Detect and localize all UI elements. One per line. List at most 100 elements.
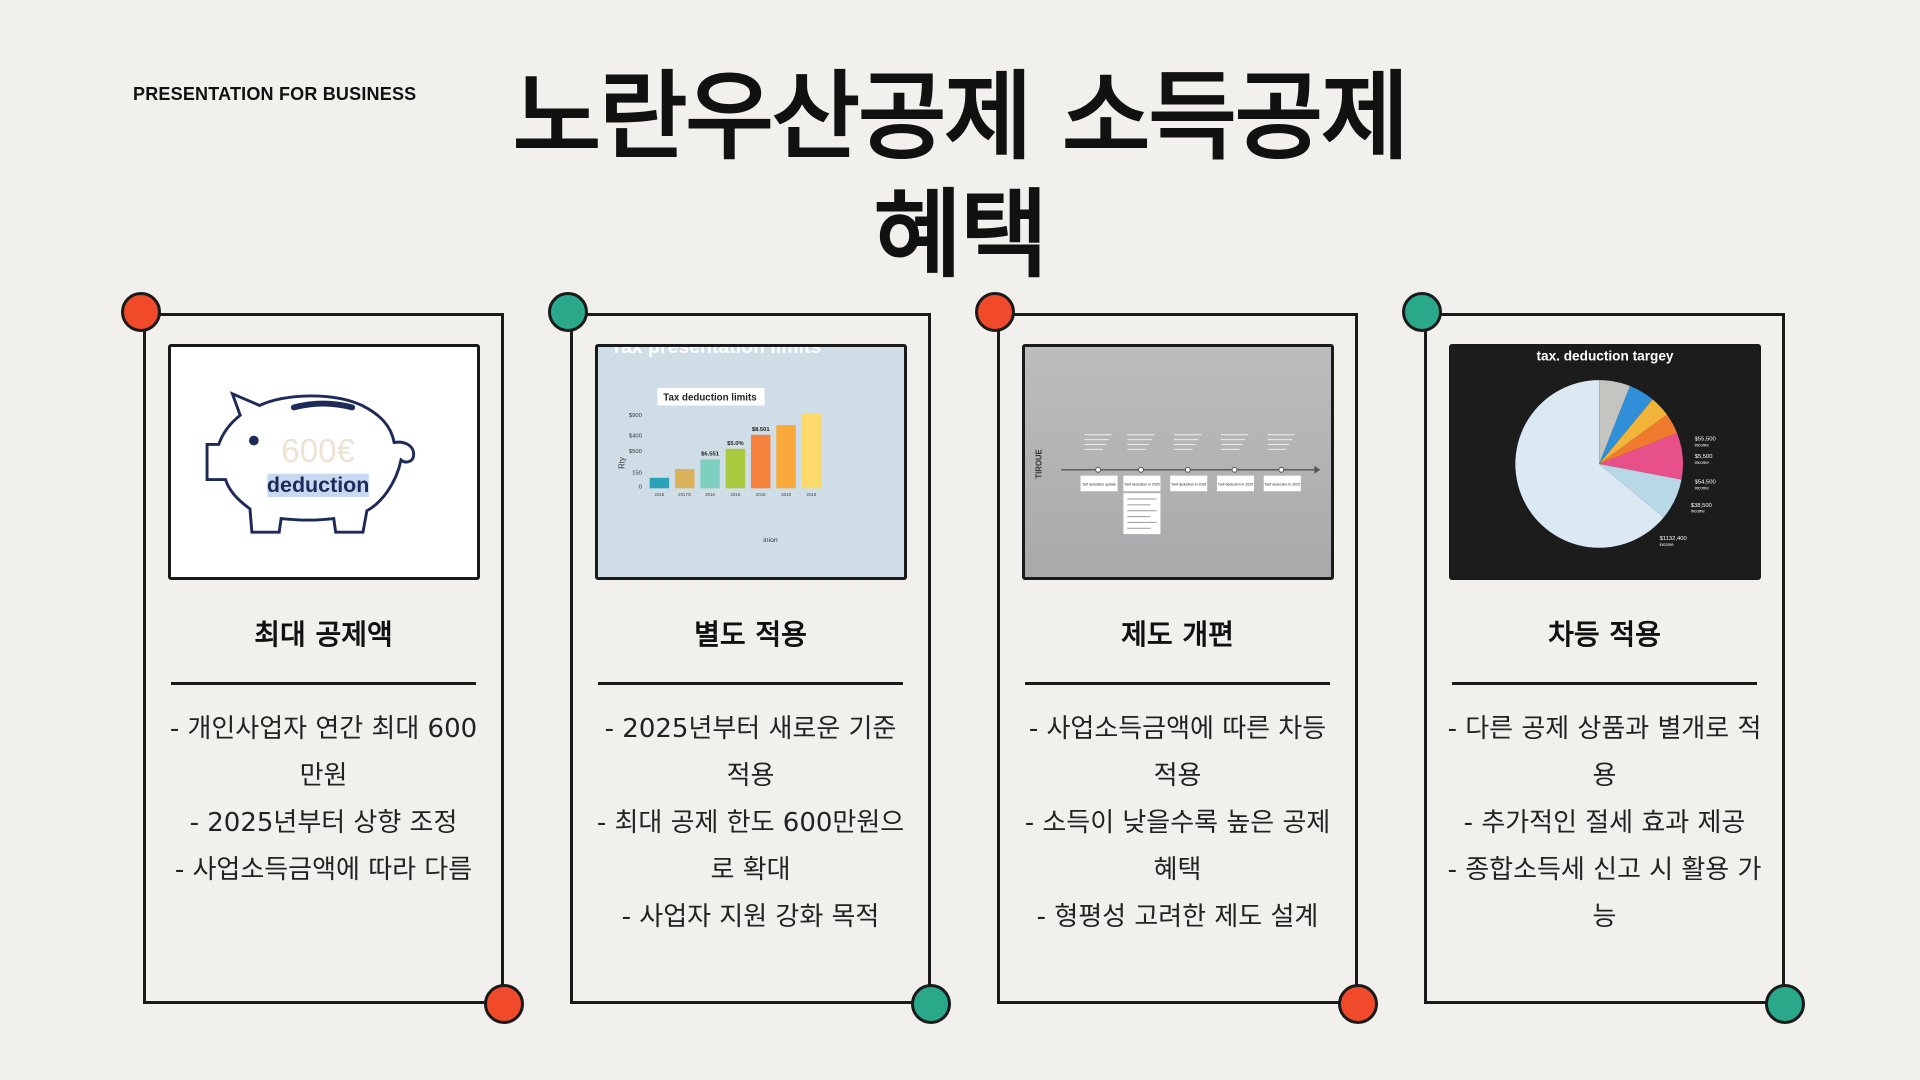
pie-slice <box>1599 399 1667 464</box>
timeline-box-label: Tarif deduction in 2025 <box>1171 482 1206 486</box>
bullet-item: - 2025년부터 상향 조정 <box>189 808 458 838</box>
divider <box>1452 682 1757 685</box>
bar <box>700 459 720 489</box>
piggy-label-text: deduction <box>267 473 369 497</box>
pie-slice <box>1599 386 1653 464</box>
bar <box>649 477 670 489</box>
card-image-bar-chart: Tax presentation limits Tax deduction li… <box>595 344 907 580</box>
corner-dot-red <box>484 984 524 1024</box>
timeline-node <box>1231 466 1238 473</box>
card-bullets: - 2025년부터 새로운 기준 적용 - 최대 공제 한도 600만원으로 확… <box>591 706 910 941</box>
timeline-box <box>1080 475 1118 492</box>
timeline-box-label: Tarif deduction in 2025 <box>1265 482 1300 486</box>
corner-dot-green <box>1765 984 1805 1024</box>
eyebrow-label: PRESENTATION FOR BUSINESS <box>133 84 417 104</box>
bar-chart: Tax presentation limits Tax deduction li… <box>611 347 822 544</box>
timeline-node <box>1095 466 1102 473</box>
bullet-item: - 종합소득세 신고 시 활용 가능 <box>1447 855 1762 932</box>
page-title: 노란우산공제 소득공제 혜택 <box>512 61 1410 291</box>
timeline-box <box>1123 475 1161 492</box>
timeline-node <box>1278 466 1285 473</box>
pie-slice <box>1599 380 1631 464</box>
bar-ylabel: Rty <box>617 457 626 469</box>
piggy-amount-text: 600€ <box>281 433 355 470</box>
bar-xtick-label: 2016 <box>705 492 715 497</box>
timeline-box-label: Tarf deduction update <box>1082 482 1116 486</box>
card-separate-application: Tax presentation limits Tax deduction li… <box>548 292 951 1024</box>
card-title: 최대 공제액 <box>254 618 393 651</box>
bar-ytick-label: $500 <box>629 449 643 455</box>
bar-xtick-label: 2018 <box>756 492 766 497</box>
divider <box>171 682 476 685</box>
timeline-box <box>1170 475 1208 492</box>
bar-ytick-label: 150 <box>632 471 642 477</box>
card-bullets: - 다른 공제 상품과 별개로 적용 - 추가적인 절세 효과 제공 - 종합소… <box>1445 706 1764 941</box>
bar-ytick-label: 0 <box>639 484 643 490</box>
bar <box>674 469 695 489</box>
bar <box>725 448 746 489</box>
corner-dot-red <box>1338 984 1378 1024</box>
bar <box>751 434 771 489</box>
bar-header-text: Tax presentation limits <box>611 347 822 358</box>
bullet-item: - 추가적인 절세 효과 제공 <box>1463 808 1746 838</box>
card-image-piggy-bank: 600€ deduction <box>168 344 480 580</box>
corner-dot-red <box>975 292 1015 332</box>
pie-slice <box>1599 414 1678 464</box>
bar-chart-title: Tax deduction limits <box>663 393 757 404</box>
bar-xlabel: inion <box>763 537 778 544</box>
timeline-side-label: TIROUE <box>1035 449 1044 478</box>
bullet-item: - 다른 공제 상품과 별개로 적용 <box>1447 714 1762 791</box>
timeline-detail-box <box>1123 493 1161 535</box>
bullet-item: - 최대 공제 한도 600만원으로 확대 <box>596 808 905 885</box>
timeline-box <box>1216 475 1255 492</box>
timeline-diagram: TIROUE Tarf deduction update Tarif deduct… <box>1035 434 1321 535</box>
bullet-item: - 2025년부터 새로운 기준 적용 <box>604 714 897 791</box>
bar-xtick-label: 2016 <box>731 492 741 497</box>
corner-dot-green <box>1402 292 1442 332</box>
card-title: 제도 개편 <box>1121 618 1234 651</box>
bar-xtick-label: 2016 <box>655 492 665 497</box>
divider <box>598 682 903 685</box>
bar-ytick-label: $900 <box>629 413 643 419</box>
bullet-item: - 사업자 지원 강화 목적 <box>621 902 880 932</box>
card-title: 차등 적용 <box>1548 618 1661 651</box>
divider <box>1025 682 1330 685</box>
timeline-box <box>1263 475 1301 492</box>
card-title: 별도 적용 <box>694 618 807 651</box>
timeline-node <box>1184 466 1191 473</box>
corner-dot-red <box>121 292 161 332</box>
bullet-item: - 소득이 낮을수록 높은 공제 혜택 <box>1024 808 1331 885</box>
bar-data-label: $8.501 <box>752 427 771 433</box>
pie-slice <box>1515 380 1664 548</box>
bar <box>776 425 796 489</box>
bar-data-label: $5.0% <box>727 441 744 447</box>
card-image-timeline: TIROUE Tarf deduction update Tarif deduct… <box>1022 344 1334 580</box>
bar <box>801 413 822 489</box>
bullet-item: - 형평성 고려한 제도 설계 <box>1036 902 1319 932</box>
bar-xtick-label: 2018 <box>781 492 791 497</box>
piggy-bank-icon: 600€ deduction <box>205 391 416 534</box>
timeline-box-label: Tarif deduction in 2025 <box>1218 482 1253 486</box>
card-max-deduction: 600€ deduction 최대 공제액 - 개인사업자 연간 최대 600만… <box>121 292 524 1024</box>
bar-xtick-label: 2018 <box>807 492 817 497</box>
pie-header-text: tax. deduction targey <box>1536 349 1673 364</box>
pie-slice <box>1599 463 1682 518</box>
card-system-reform: TIROUE Tarf deduction update Tarif deduct… <box>975 292 1378 1024</box>
bullet-item: - 사업소득금액에 따른 차등 적용 <box>1028 714 1327 791</box>
timeline-box-label: Tarif deduction in 2025 <box>1124 482 1159 486</box>
card-bullets: - 개인사업자 연간 최대 600만원 - 2025년부터 상향 조정 - 사업… <box>164 706 483 894</box>
timeline-node <box>1138 466 1144 473</box>
pie-slice <box>1599 433 1683 480</box>
corner-dot-green <box>911 984 951 1024</box>
bar-ytick-label: $400 <box>629 434 643 440</box>
card-bullets: - 사업소득금액에 따른 차등 적용 - 소득이 낮을수록 높은 공제 혜택 -… <box>1018 706 1337 941</box>
corner-dot-green <box>548 292 588 332</box>
